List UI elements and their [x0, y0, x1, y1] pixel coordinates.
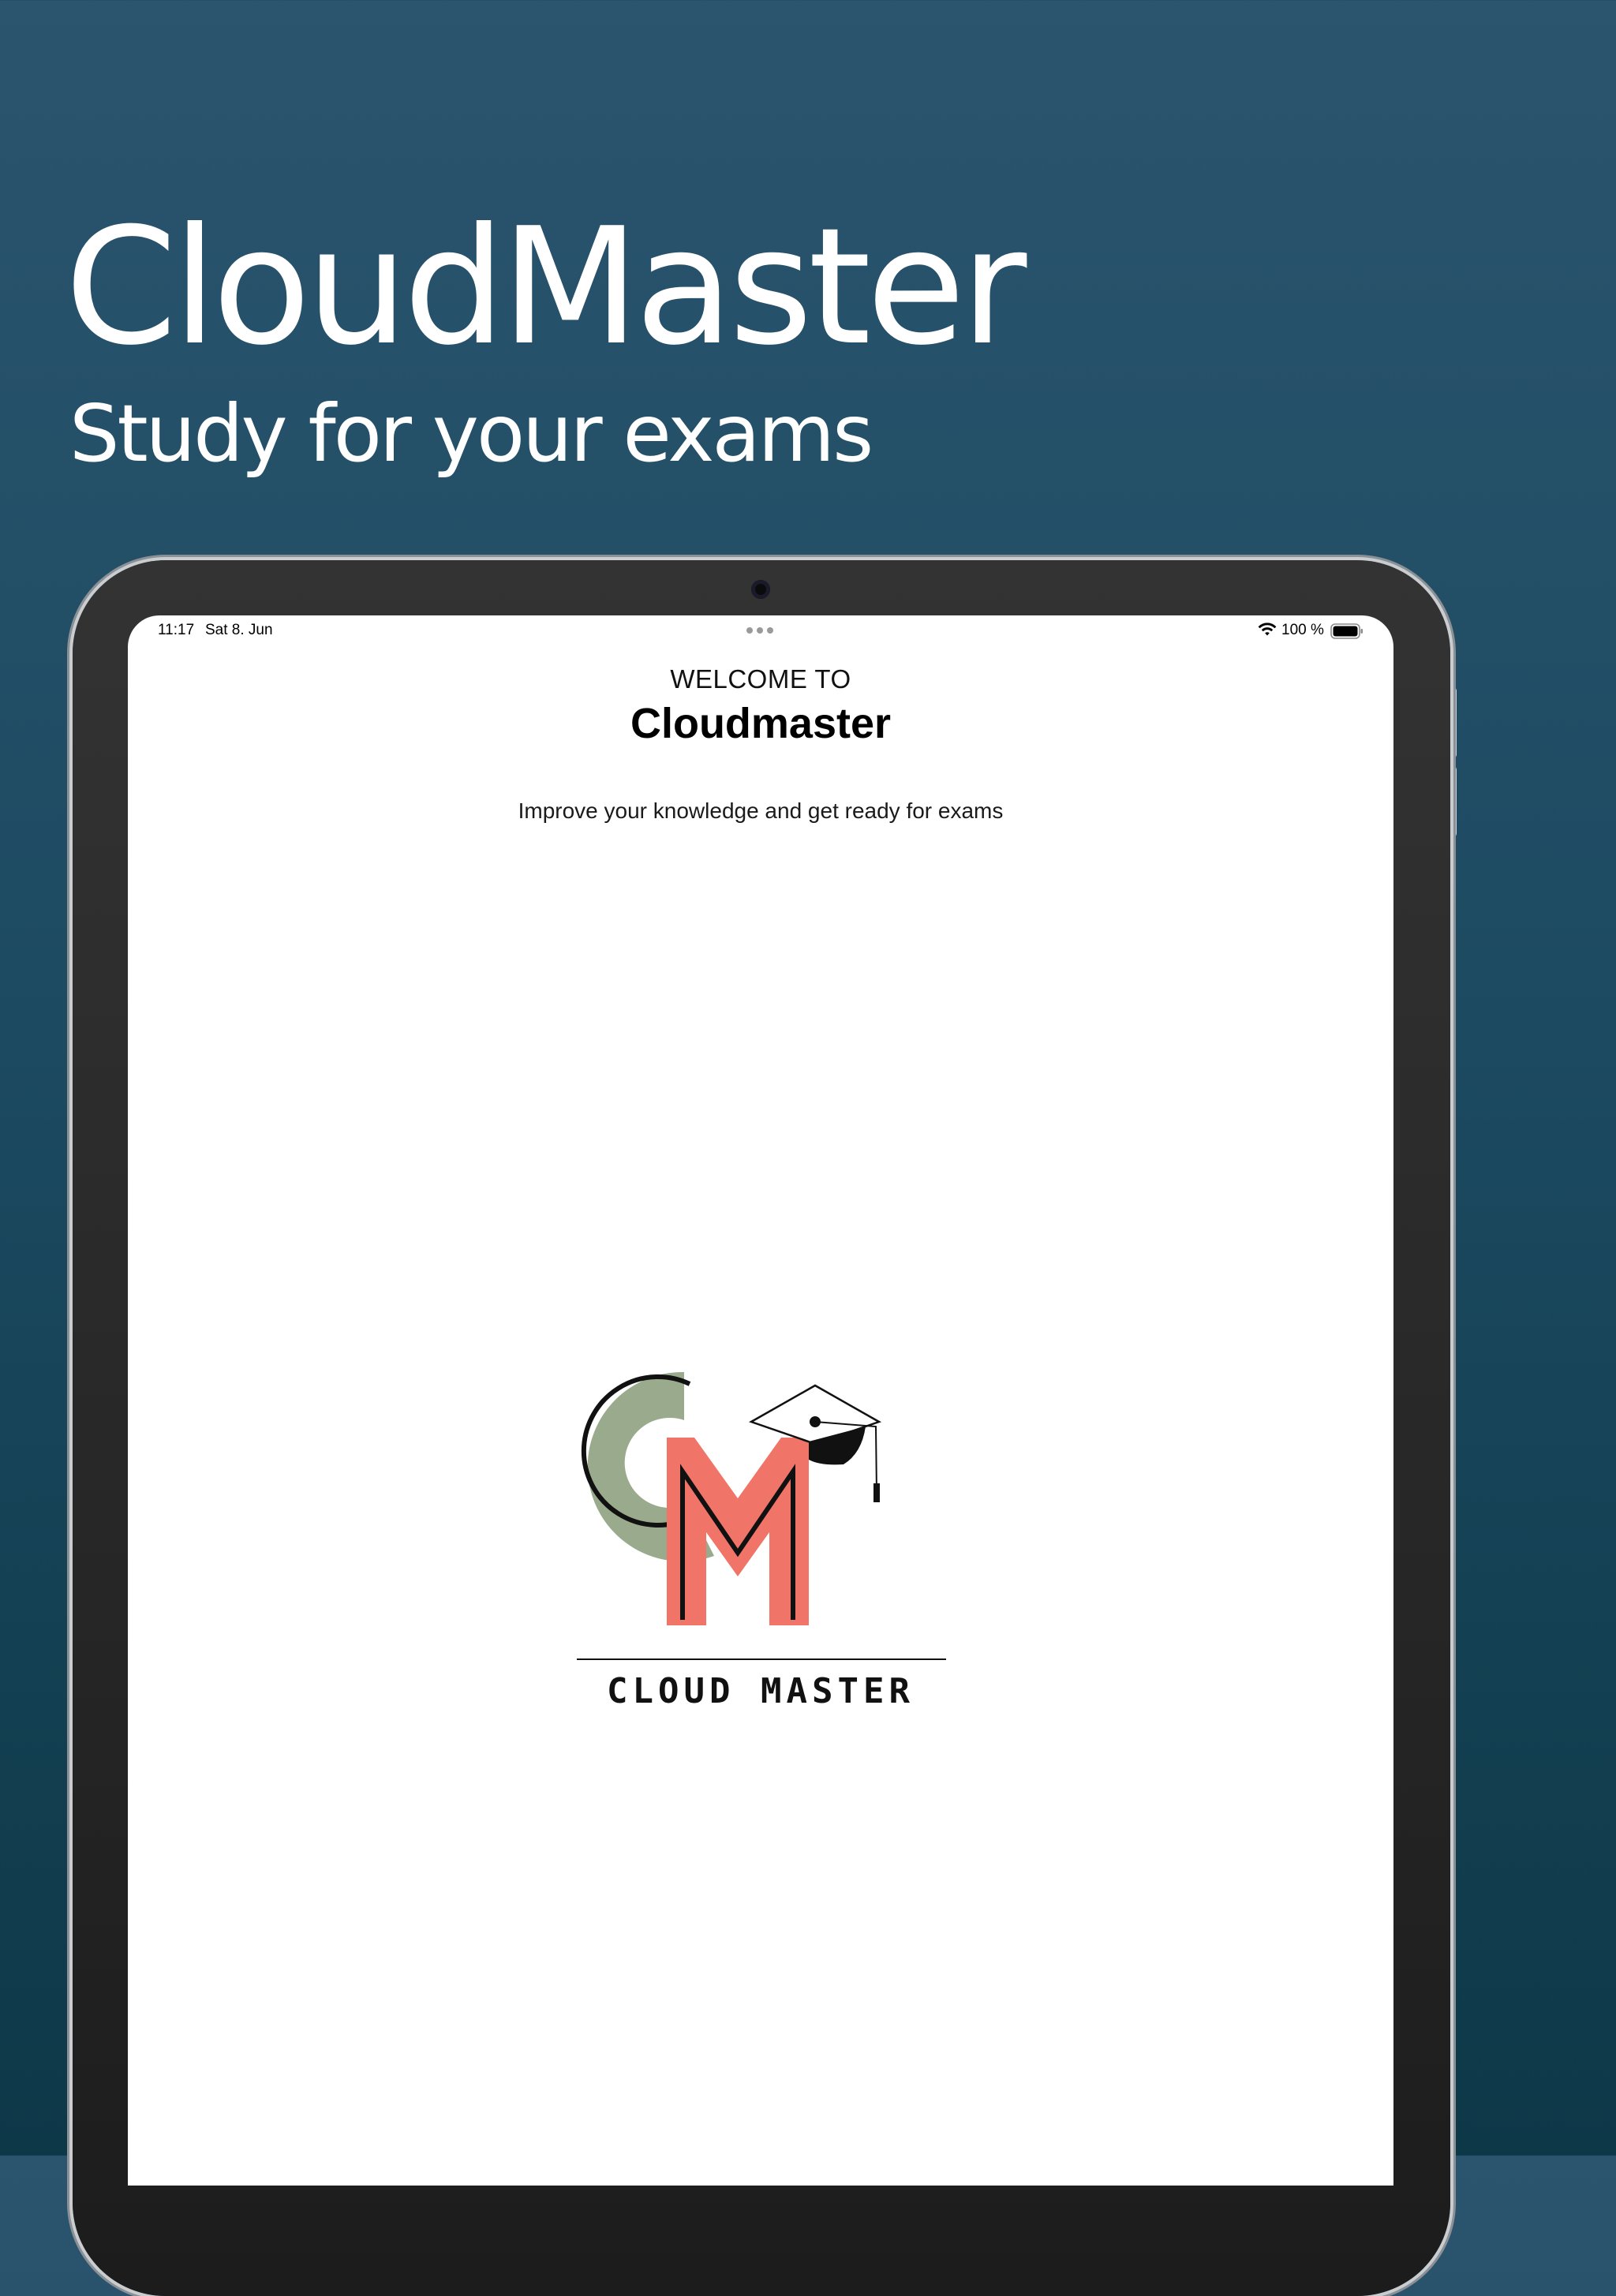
battery-full-icon [1330, 623, 1363, 639]
app-title: Cloudmaster [630, 700, 892, 747]
status-time: 11:17 [158, 622, 195, 638]
device-volume-up-button [1449, 686, 1457, 759]
device-volume-down-button [1449, 765, 1457, 838]
front-camera-icon [751, 580, 770, 599]
battery-percent: 100 % [1281, 622, 1324, 638]
cloudmaster-logo [581, 1371, 882, 1625]
logo-divider [577, 1658, 946, 1660]
multitasking-dots-icon[interactable] [746, 627, 773, 634]
logo-m-outline [680, 1464, 795, 1620]
status-date: Sat 8. Jun [205, 622, 273, 638]
hero-title: CloudMaster [65, 194, 1027, 381]
wifi-icon [1258, 623, 1277, 636]
logo-m-letter [667, 1438, 809, 1625]
welcome-label: WELCOME TO [670, 664, 851, 694]
tablet-screen: 11:17 Sat 8. Jun 100 % WELCOME TO Cloudm… [128, 615, 1393, 2186]
graduation-cap-icon [748, 1384, 882, 1502]
hero-subtitle: Study for your exams [69, 387, 873, 480]
tagline: Improve your knowledge and get ready for… [518, 798, 1004, 823]
logo-c-outline [581, 1374, 691, 1528]
logo-wordmark: CLOUD MASTER [607, 1671, 915, 1711]
status-bar: 11:17 Sat 8. Jun 100 % [128, 615, 1393, 647]
